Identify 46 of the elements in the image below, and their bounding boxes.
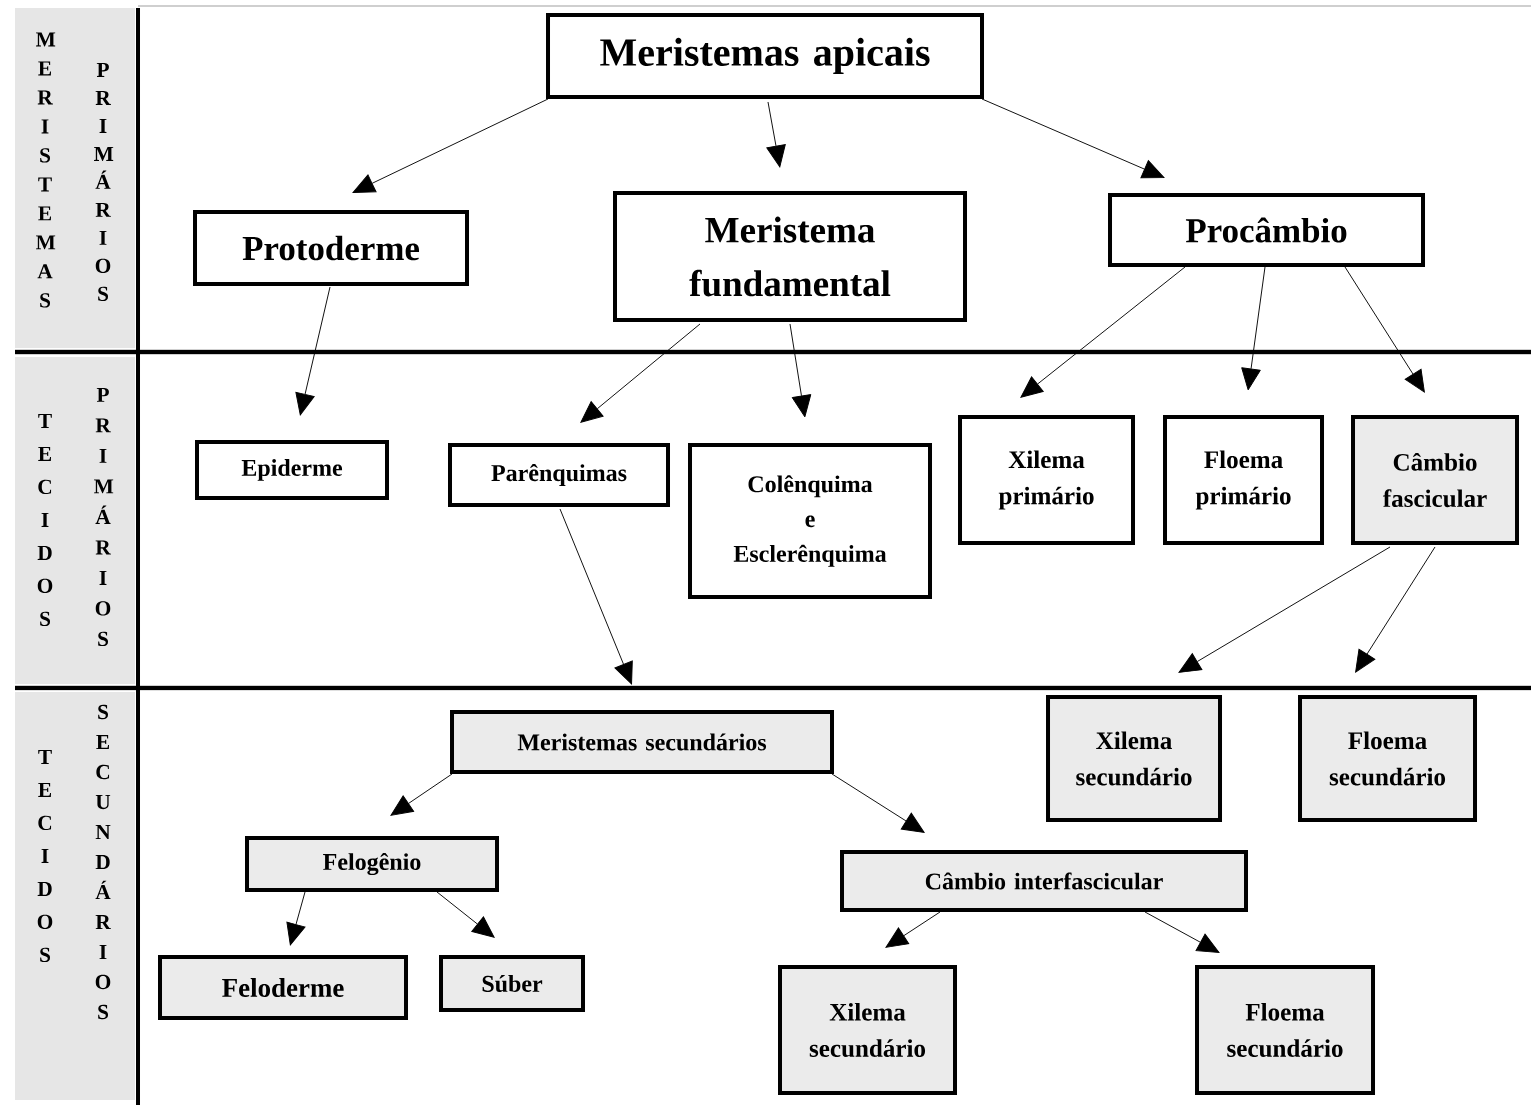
stacked-label: TECIDOS bbox=[37, 749, 53, 963]
arrow bbox=[766, 101, 786, 168]
arrow bbox=[580, 323, 701, 423]
box: Feloderme bbox=[158, 955, 408, 1020]
stacked-label: PRIMÁRIOS bbox=[94, 62, 114, 302]
arrow bbox=[352, 98, 549, 193]
arrow bbox=[1355, 546, 1436, 673]
arrow bbox=[1020, 266, 1186, 398]
box: Câmbio interfascicular bbox=[840, 850, 1248, 912]
arrow bbox=[1144, 911, 1220, 953]
box: Súber bbox=[439, 955, 585, 1012]
stacked-label: MERISTEMAS bbox=[36, 32, 56, 308]
arrow bbox=[1241, 266, 1266, 391]
box: Procâmbio bbox=[1108, 193, 1425, 267]
stacked-label: SECUNDÁRIOS bbox=[95, 704, 111, 1020]
box: Floema secundário bbox=[1298, 695, 1477, 822]
arrow bbox=[981, 98, 1165, 179]
box: Floema primário bbox=[1163, 415, 1324, 545]
box: Meristema fundamental bbox=[613, 191, 967, 322]
arrow bbox=[831, 773, 925, 833]
box: Meristemas apicais bbox=[546, 13, 984, 99]
row-header bbox=[15, 692, 135, 1100]
box: Xilema secundário bbox=[1046, 695, 1222, 822]
arrow bbox=[885, 911, 941, 948]
box: Xilema secundário bbox=[778, 965, 957, 1095]
arrow bbox=[559, 508, 633, 685]
box: Colênquima e Esclerênquima bbox=[688, 443, 932, 599]
box: Protoderme bbox=[193, 210, 469, 286]
box: Parênquimas bbox=[448, 443, 670, 507]
arrow bbox=[789, 323, 812, 418]
arrow bbox=[390, 773, 453, 816]
box: Epiderme bbox=[195, 440, 389, 500]
arrow bbox=[295, 286, 331, 416]
stacked-label: TECIDOS bbox=[37, 413, 53, 627]
box: Câmbio fascicular bbox=[1351, 415, 1519, 545]
arrow bbox=[1344, 266, 1425, 393]
row-header bbox=[15, 8, 135, 348]
stacked-label: PRIMÁRIOS bbox=[94, 387, 114, 647]
arrow bbox=[286, 891, 306, 946]
box: Meristemas secundários bbox=[450, 710, 834, 774]
box: Felogênio bbox=[245, 836, 499, 892]
box: Floema secundário bbox=[1195, 965, 1375, 1095]
row-header bbox=[15, 357, 135, 684]
box: Xilema primário bbox=[958, 415, 1135, 545]
arrow bbox=[436, 891, 495, 938]
arrow bbox=[1178, 546, 1391, 673]
